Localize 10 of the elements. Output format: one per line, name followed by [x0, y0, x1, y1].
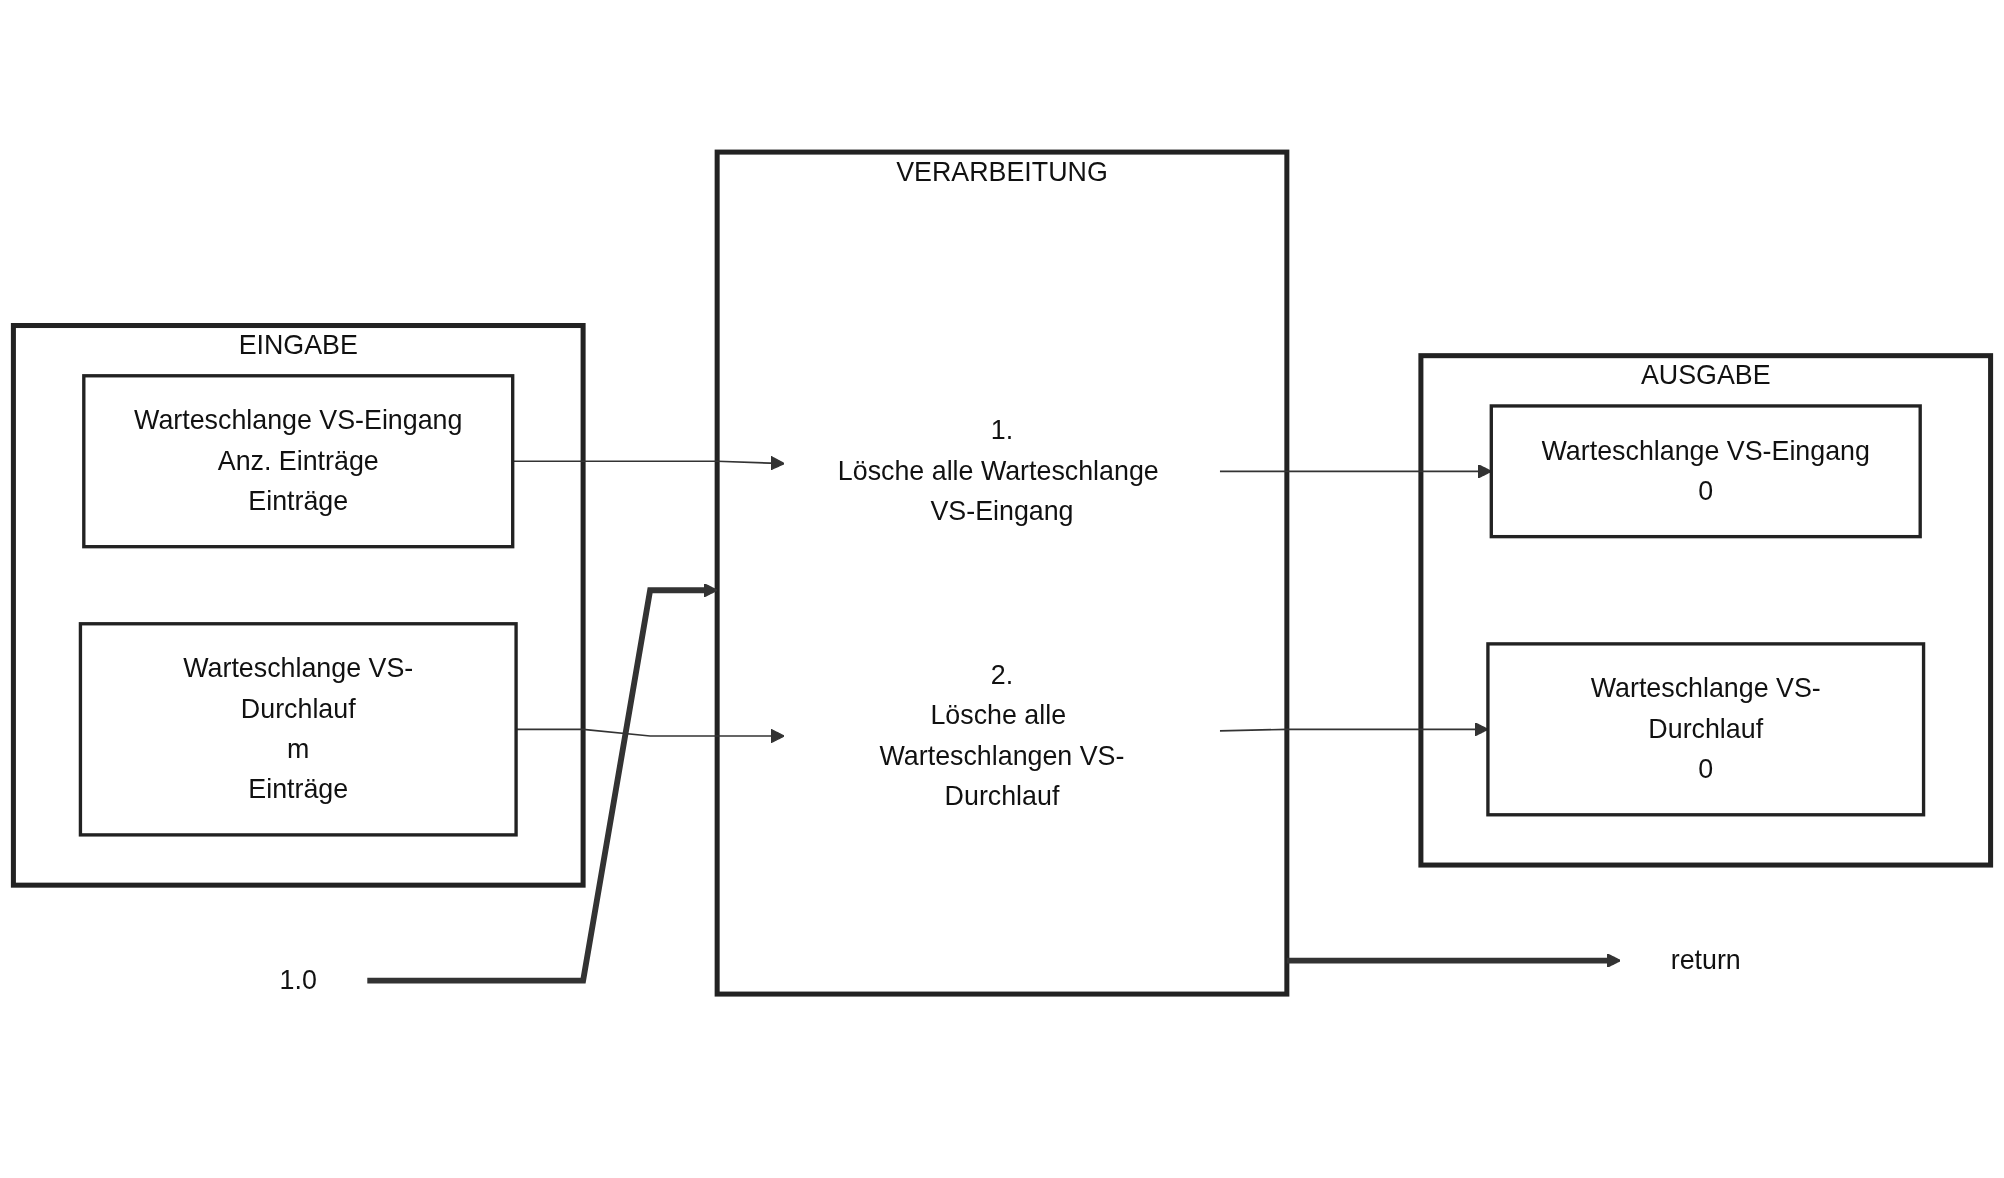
node-text: 2. Lösche alle Warteschlangen VS-Durchlauf	[879, 660, 1125, 810]
node-box: Warteschlange VS-Durchlauf m Einträge	[78, 622, 518, 837]
node-box: Warteschlange VS-Eingang Anz. Einträge Einträge	[82, 374, 515, 549]
node-text: 1. Lösche alle Warteschlange VS-Eingang	[837, 416, 1159, 525]
node-box: Warteschlange VS-Durchlauf 0	[1486, 642, 1926, 817]
arrow	[367, 582, 718, 984]
node-box: Warteschlange VS-Eingang 0	[1489, 404, 1922, 539]
node-text: return	[1670, 945, 1741, 974]
arrow	[1286, 953, 1622, 968]
node-text: 1.0	[279, 965, 317, 995]
